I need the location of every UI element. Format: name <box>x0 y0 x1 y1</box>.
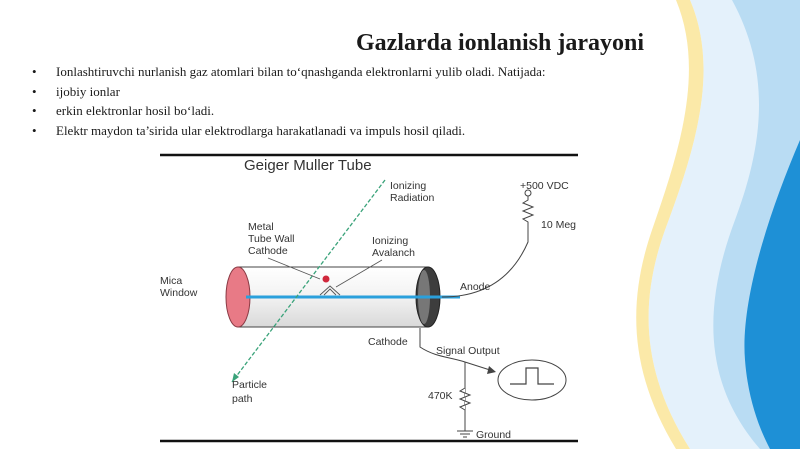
label-tube-wall: Tube Wall <box>248 233 295 245</box>
label-path: path <box>232 393 253 405</box>
voltage-terminal <box>524 189 532 197</box>
label-signal-output: Signal Output <box>436 345 500 357</box>
resistor-10meg <box>521 196 535 230</box>
label-particle: Particle <box>232 379 267 391</box>
bullet-dot: • <box>32 64 37 79</box>
label-radiation: Radiation <box>390 192 435 204</box>
label-ionizing: Ionizing <box>390 180 426 192</box>
geiger-muller-diagram: Geiger Muller Tube Ionizing Radiation Me… <box>160 153 578 443</box>
scope-display <box>497 359 567 401</box>
bullet-list: •Ionlashtiruvchi nurlanish gaz atomlari … <box>32 62 652 140</box>
bullet-item: •erkin elektronlar hosil bo‘ladi. <box>32 101 652 121</box>
diagram-title: Geiger Muller Tube <box>244 157 372 174</box>
label-cathode-top: Cathode <box>248 245 288 257</box>
resistor-470k <box>458 387 472 411</box>
slide-title: Gazlarda ionlanish jarayoni <box>355 30 645 56</box>
label-avalanch: Avalanch <box>372 247 415 259</box>
bullet-item: •Elektr maydon ta’sirida ular elektrodla… <box>32 121 652 141</box>
avalanche-pointer <box>335 259 383 288</box>
bullet-dot: • <box>32 103 37 118</box>
avalanche-lines <box>319 285 341 296</box>
pulse-waveform <box>510 367 554 385</box>
anode-lead <box>441 230 529 298</box>
bullet-dot: • <box>32 83 37 99</box>
signal-arrow <box>464 361 491 371</box>
label-ground: Ground <box>476 429 511 441</box>
metal-pointer <box>267 257 321 280</box>
label-anode: Anode <box>460 281 491 293</box>
label-metal: Metal <box>248 221 274 233</box>
particle-arrowhead <box>232 373 239 382</box>
label-cathode: Cathode <box>368 336 408 348</box>
bullet-dot: • <box>32 122 37 138</box>
bullet-item: •ijobiy ionlar <box>32 82 652 102</box>
label-window: Window <box>160 287 198 299</box>
particle-path <box>231 179 386 383</box>
label-resistor-bottom: 470K <box>428 390 453 402</box>
label-voltage: +500 VDC <box>520 180 569 192</box>
label-avalanche-ionizing: Ionizing <box>372 235 408 247</box>
label-mica: Mica <box>160 275 182 287</box>
ionization-dot <box>322 275 330 283</box>
signal-arrowhead <box>487 366 496 374</box>
label-resistor-top: 10 Meg <box>541 219 576 231</box>
cathode-lead <box>419 328 466 363</box>
bullet-item: •Ionlashtiruvchi nurlanish gaz atomlari … <box>32 62 652 82</box>
